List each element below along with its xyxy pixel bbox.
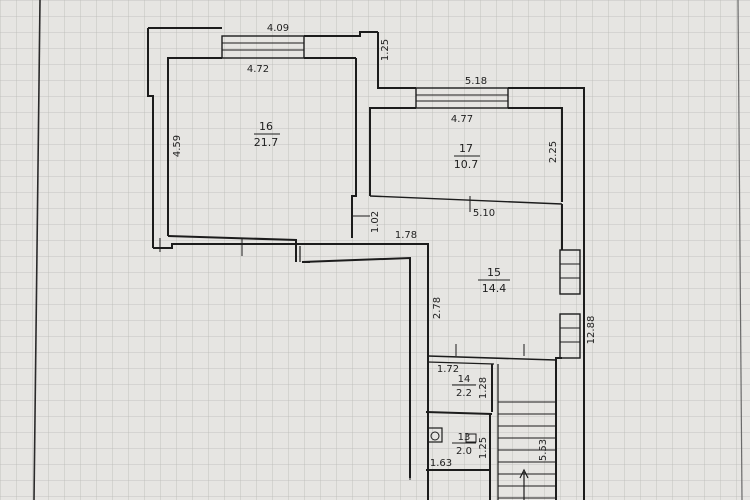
- dim-room16-width: 4.72: [247, 64, 269, 75]
- room-17-label: 17 10.7: [454, 142, 480, 171]
- toilet-symbol: [427, 427, 443, 443]
- room-13-area: 2.0: [456, 446, 472, 457]
- plan-walls: [147, 27, 585, 500]
- window-top-left: [221, 35, 305, 59]
- wall-outer-top-mid: [304, 31, 378, 37]
- room-16-number: 16: [259, 120, 273, 133]
- dim-top-width: 4.09: [267, 23, 289, 34]
- room-16-label: 16 21.7: [254, 120, 280, 149]
- wall-room17-inner: [369, 107, 416, 196]
- dim-partition-gap: 1.02: [370, 211, 381, 233]
- wall-right-lower: [555, 357, 562, 500]
- wall-inner-left: [167, 57, 173, 236]
- dimension-labels: 4.09 4.72 4.59 1.25 5.18 4.77 2.25 5.10 …: [172, 23, 597, 469]
- room-15-label: 15 14.4: [478, 266, 510, 295]
- dim-partition-width: 5.10: [473, 208, 495, 219]
- wall-room17-top-right: [508, 107, 563, 202]
- page-border-left: [33, 0, 41, 500]
- wall-room14-top-b: [427, 361, 495, 365]
- wall-hall-inner: [301, 256, 411, 478]
- wall-room14-top: [427, 355, 557, 361]
- dim-room15-side: 2.78: [432, 297, 443, 319]
- dim-step-1: 1.25: [380, 39, 391, 61]
- wall-room14-bottom: [425, 411, 493, 415]
- page-border-right: [737, 0, 743, 500]
- partition-5-10: [369, 195, 563, 205]
- room-13-number: 13: [458, 432, 471, 443]
- dim-room16-height: 4.59: [172, 135, 183, 157]
- wall-outer-top-right: [508, 87, 585, 240]
- wall-hall-top: [296, 243, 429, 500]
- room-17-area: 10.7: [454, 158, 479, 171]
- stair-arrow-head: [519, 468, 529, 479]
- wall-room16-right: [351, 58, 357, 238]
- sink-symbol: [465, 433, 477, 443]
- dim-room13-width: 1.63: [430, 458, 452, 469]
- wall-outer-left: [147, 28, 154, 248]
- room-15-area: 14.4: [482, 282, 507, 295]
- wall-room16-bottom-outer: [153, 243, 296, 249]
- dim-room17-width: 4.77: [451, 114, 473, 125]
- dim-top-right-width: 5.18: [465, 76, 487, 87]
- room-14-area: 2.2: [456, 388, 472, 399]
- dim-right-wall: 12.88: [586, 316, 597, 345]
- window-right-2: [559, 313, 581, 359]
- room-14-label: 14 2.2: [452, 374, 476, 399]
- wall-room16-bottom: [167, 235, 297, 262]
- dim-room14-height: 1.28: [478, 377, 489, 399]
- dim-room14-width: 1.72: [437, 364, 459, 375]
- dim-room15-top: 1.78: [395, 230, 417, 241]
- room-17-number: 17: [459, 142, 473, 155]
- room-14-number: 14: [458, 374, 471, 385]
- room-13-label: 13 2.0: [452, 432, 476, 457]
- room-16-area: 21.7: [254, 136, 279, 149]
- dim-room13-height: 1.25: [478, 437, 489, 459]
- room-labels: 16 21.7 17 10.7 15 14.4 14 2.2 13 2.0: [254, 120, 510, 457]
- room-15-number: 15: [487, 266, 501, 279]
- wall-outer-step: [377, 32, 416, 89]
- dim-stair-length: 5.53: [538, 439, 549, 461]
- window-top-right: [415, 87, 509, 109]
- window-right-1: [559, 249, 581, 295]
- dim-room17-height: 2.25: [548, 141, 559, 163]
